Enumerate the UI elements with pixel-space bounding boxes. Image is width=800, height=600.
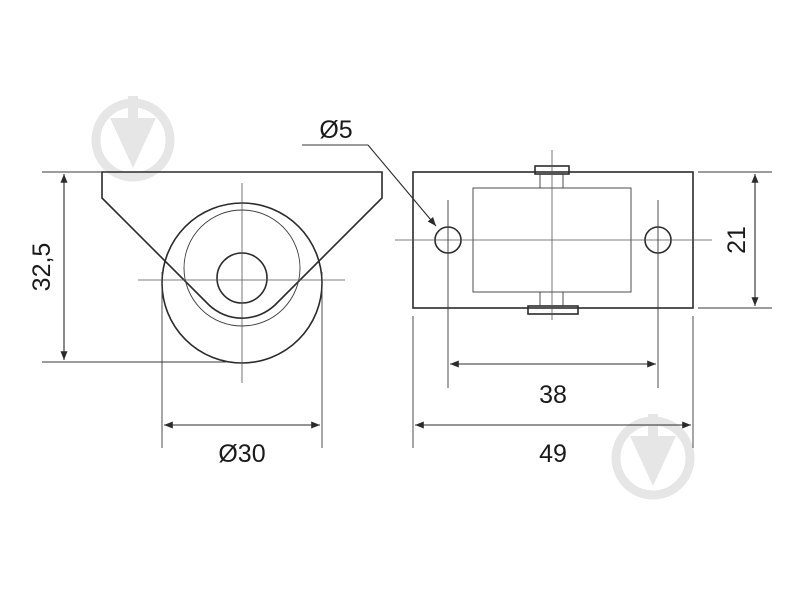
- side-view: [101, 171, 383, 383]
- hole-spacing-label: 38: [539, 381, 567, 409]
- dimension-hole-spacing: 38: [447, 200, 659, 409]
- top-view: [395, 150, 712, 320]
- dimension-total-length: 49: [412, 316, 694, 468]
- watermark-logo-bottom: [611, 414, 695, 500]
- width-label: 21: [723, 226, 751, 254]
- dimension-height: 32,5: [28, 171, 226, 363]
- axle-pin-bottom: [527, 305, 579, 315]
- wheel-diameter-label: Ø30: [218, 440, 265, 468]
- total-length-label: 49: [539, 440, 567, 468]
- hole-diameter-label: Ø5: [319, 116, 352, 144]
- watermark-logo-top: [91, 96, 175, 182]
- dimension-hole-diameter: Ø5: [302, 116, 437, 227]
- height-label: 32,5: [28, 243, 56, 292]
- dimension-width: 21: [698, 171, 772, 309]
- bracket-outline: [101, 171, 383, 319]
- dimension-wheel-diameter: Ø30: [161, 272, 323, 468]
